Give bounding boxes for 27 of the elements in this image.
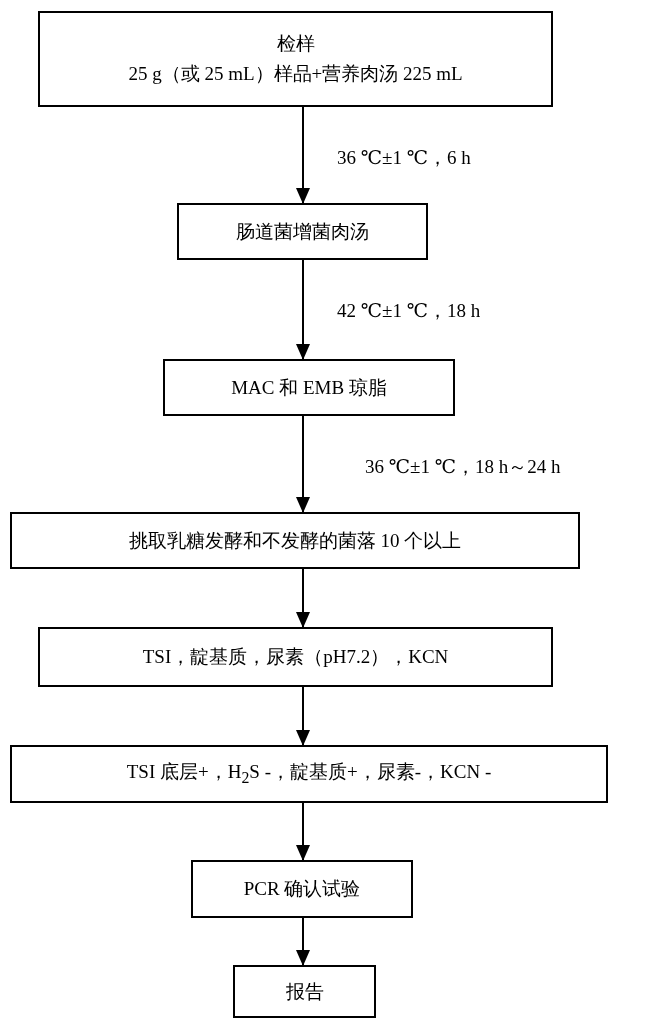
- box-text: 25 g（或 25 mL）样品+营养肉汤 225 mL: [128, 63, 463, 85]
- process-box: [38, 627, 553, 687]
- box-text: PCR 确认试验: [243, 878, 361, 900]
- arrow: [296, 802, 310, 861]
- process-box: [191, 860, 413, 918]
- box-text: 肠道菌增菌肉汤: [236, 220, 369, 243]
- box-text: MAC 和 EMB 琼脂: [231, 376, 387, 399]
- edge-label: 42 ℃±1 ℃，18 h: [337, 300, 481, 322]
- box-text: TSI 底层+，H$_{2}$S -，靛基质+，尿素-，KCN -: [126, 761, 492, 787]
- process-box: [10, 745, 608, 803]
- arrow: [296, 568, 310, 628]
- arrow: [296, 415, 310, 513]
- arrow: [296, 106, 310, 204]
- box-text: TSI，靛基质，尿素（pH7.2），KCN: [142, 646, 449, 668]
- process-box: [177, 203, 428, 260]
- edge-label: 36 ℃±1 ℃，18 h～24 h: [365, 456, 561, 478]
- box-text: 报告: [285, 980, 324, 1003]
- process-box: [10, 512, 580, 569]
- process-box: [38, 11, 553, 107]
- process-box: [163, 359, 455, 416]
- box-text: 挑取乳糖发酵和不发酵的菌落 10 个以上: [128, 529, 462, 552]
- arrow: [296, 917, 310, 966]
- process-box: [233, 965, 376, 1018]
- edge-label: 36 ℃±1 ℃，6 h: [337, 147, 471, 169]
- box-heading: 检样: [276, 33, 315, 55]
- arrow: [296, 259, 310, 360]
- arrow: [296, 686, 310, 746]
